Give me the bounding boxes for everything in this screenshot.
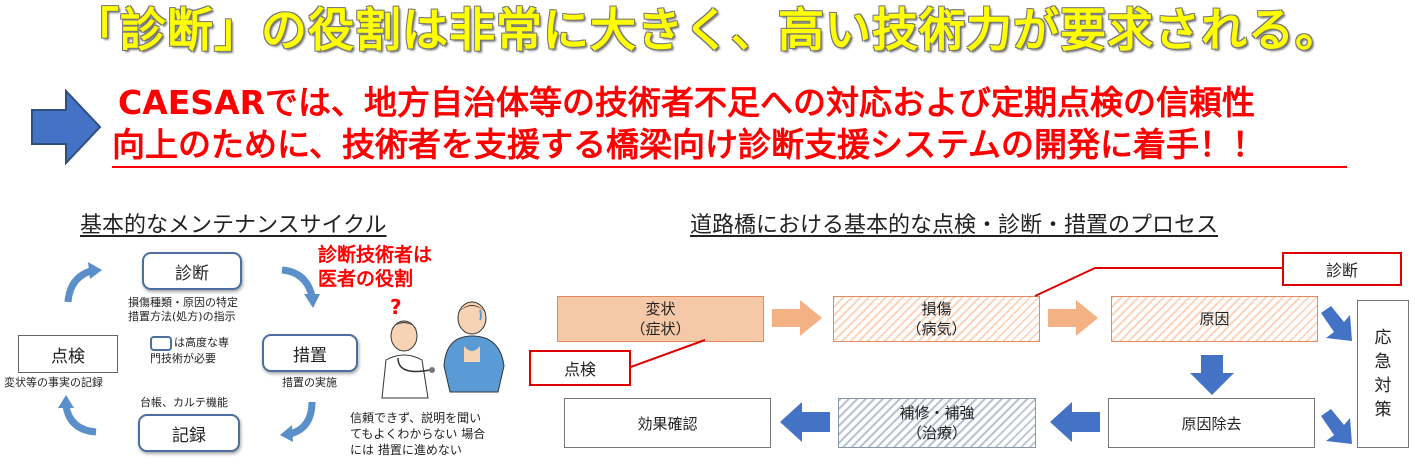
- diagnosis-callout-label: 診断: [1326, 257, 1358, 281]
- inspection-callout-label: 点検: [564, 356, 596, 380]
- inspection-callout-box: 点検: [529, 350, 631, 386]
- diagnosis-callout-box: 診断: [1282, 252, 1402, 286]
